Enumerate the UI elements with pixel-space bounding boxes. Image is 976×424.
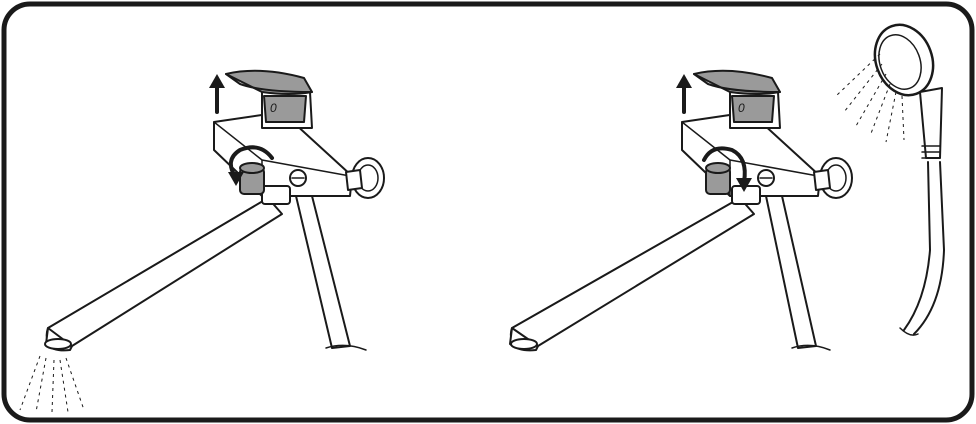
- svg-text:0: 0: [270, 101, 277, 115]
- diagram-border: [4, 4, 972, 420]
- diverter-knob-2: [706, 163, 730, 194]
- svg-text:0: 0: [738, 101, 745, 115]
- diverter-knob: [240, 163, 264, 194]
